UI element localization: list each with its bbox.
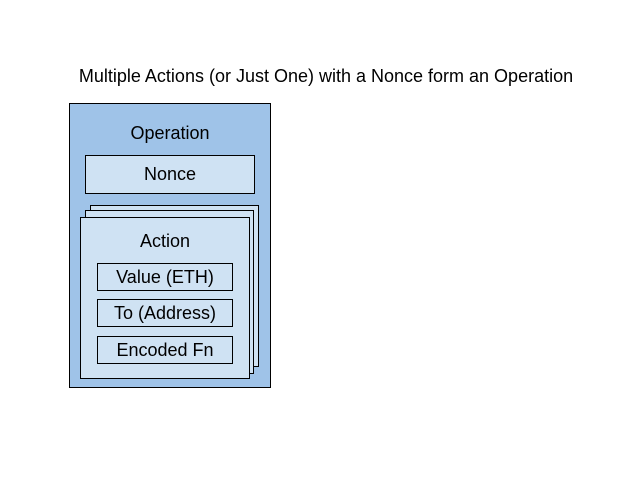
operation-label: Operation xyxy=(130,123,210,143)
encoded-fn-field: Encoded Fn xyxy=(97,336,233,364)
nonce-box: Nonce xyxy=(85,155,255,194)
value-eth-field: Value (ETH) xyxy=(97,263,233,291)
to-address-field: To (Address) xyxy=(97,299,233,327)
diagram-title: Multiple Actions (or Just One) with a No… xyxy=(78,66,574,86)
action-label: Action xyxy=(139,231,191,251)
